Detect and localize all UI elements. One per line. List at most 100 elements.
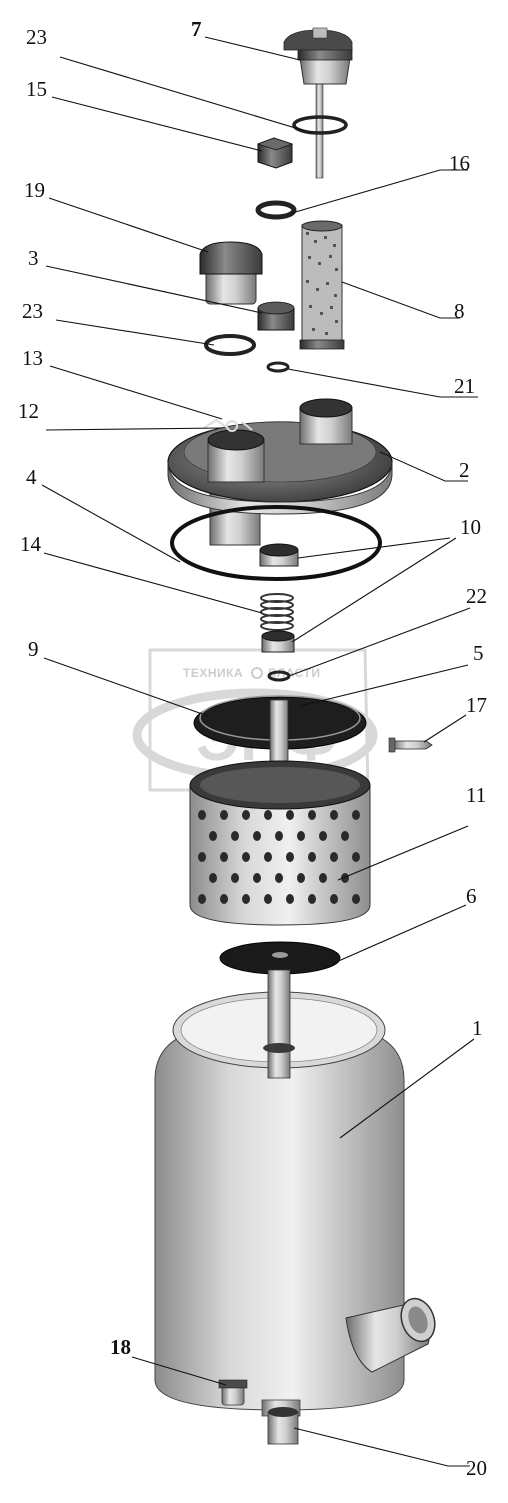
perforation-hole [242, 894, 250, 904]
perforation-hole [231, 873, 239, 883]
perforation-hole [242, 810, 250, 820]
callout-20: 20 [466, 1456, 487, 1480]
perforation-hole [286, 852, 294, 862]
leader-20 [293, 1427, 470, 1467]
leader-19 [48, 197, 209, 253]
perforation-hole [275, 831, 283, 841]
perforation-hole [352, 852, 360, 862]
part-20-drain-bushing [267, 1407, 299, 1445]
part-1-filter-housing [154, 969, 436, 1417]
part-8-mesh-filter [299, 220, 345, 350]
part-17-pin [388, 737, 433, 753]
perforation-hole [253, 873, 261, 883]
perforation-hole [253, 831, 261, 841]
callout-3: 3 [28, 246, 39, 270]
leader-21 [287, 368, 478, 398]
perforation-hole [198, 852, 206, 862]
part-23-lower-o-ring [204, 334, 256, 356]
perforation-hole [341, 831, 349, 841]
part-4-cover-gasket [170, 505, 382, 581]
leader-23a [59, 56, 313, 134]
part-14-spring [260, 593, 294, 631]
leader-4 [41, 484, 181, 563]
leader-18 [131, 1356, 227, 1386]
part-16-washer [255, 200, 297, 220]
perforation-hole [341, 873, 349, 883]
part-19-plug-cap [199, 241, 263, 305]
perforation-hole [198, 810, 206, 820]
part-23-upper-o-ring [292, 115, 348, 135]
part-2-cover [167, 398, 393, 546]
perforation-hole [308, 852, 316, 862]
perforation-hole [286, 894, 294, 904]
perforation-hole [264, 894, 272, 904]
leader-9 [43, 657, 209, 717]
leader-lines [41, 36, 478, 1467]
callout-6: 6 [466, 884, 477, 908]
leader-1 [339, 1038, 475, 1139]
perforation-hole [308, 810, 316, 820]
perforation-hole [352, 894, 360, 904]
callout-9: 9 [28, 637, 39, 661]
part-10-lower-bushing [261, 630, 295, 653]
leader-10a [297, 537, 451, 559]
leader-8 [341, 281, 460, 319]
perforation-hole [209, 831, 217, 841]
callout-13: 13 [22, 346, 43, 370]
part-11-perforated-filter [189, 760, 371, 926]
perforation-hole [319, 873, 327, 883]
perforation-hole [209, 873, 217, 883]
callout-5: 5 [473, 641, 484, 665]
part-5-center-tube-top [269, 699, 289, 771]
leader-17 [423, 714, 467, 743]
callout-labels: 7 23 15 16 19 3 8 23 21 13 12 2 4 10 14 … [18, 17, 487, 1480]
perforation-hole [264, 852, 272, 862]
leader-11 [337, 825, 469, 881]
leader-5 [299, 664, 469, 707]
callout-7: 7 [191, 17, 202, 41]
callout-14: 14 [20, 532, 42, 556]
leader-16 [291, 169, 468, 214]
perforation-hole [319, 831, 327, 841]
part-13-marking [203, 418, 253, 432]
leader-7 [204, 36, 301, 61]
callout-16: 16 [449, 151, 470, 175]
part-18-drain-plug [218, 1379, 248, 1406]
part-15-hex-nut [256, 137, 294, 169]
leader-6 [333, 904, 467, 964]
part-10-upper-bushing [259, 543, 299, 567]
callout-8: 8 [454, 299, 465, 323]
callout-4: 4 [26, 465, 37, 489]
leader-14 [43, 552, 263, 614]
part-21-small-ring [266, 361, 290, 373]
leader-3 [45, 265, 263, 314]
leader-2 [379, 451, 468, 482]
callout-21: 21 [454, 374, 475, 398]
perforation-hole [308, 894, 316, 904]
perforation-hole [231, 831, 239, 841]
leader-22 [288, 607, 471, 677]
leader-12 [45, 427, 223, 431]
perforation-hole [286, 810, 294, 820]
part-7-valve-head [283, 27, 353, 179]
perforation-hole [297, 831, 305, 841]
perforation-hole [242, 852, 250, 862]
perforation-hole [220, 810, 228, 820]
perforation-hole [330, 810, 338, 820]
callout-23-upper: 23 [26, 25, 47, 49]
gear-icon [251, 667, 263, 679]
part-6-lower-filter-disk [219, 941, 341, 975]
leader-10b [291, 537, 457, 643]
callout-23-lower: 23 [22, 299, 43, 323]
leader-15 [51, 96, 263, 152]
perforation-hole [330, 894, 338, 904]
callout-12: 12 [18, 399, 39, 423]
perforation-hole [220, 852, 228, 862]
perforation-hole [220, 894, 228, 904]
watermark-left-word: ТЕХНИКА [183, 666, 243, 680]
part-3-bushing [257, 301, 295, 331]
callout-15: 15 [26, 77, 47, 101]
callout-17: 17 [466, 693, 487, 717]
perforation-hole [275, 873, 283, 883]
